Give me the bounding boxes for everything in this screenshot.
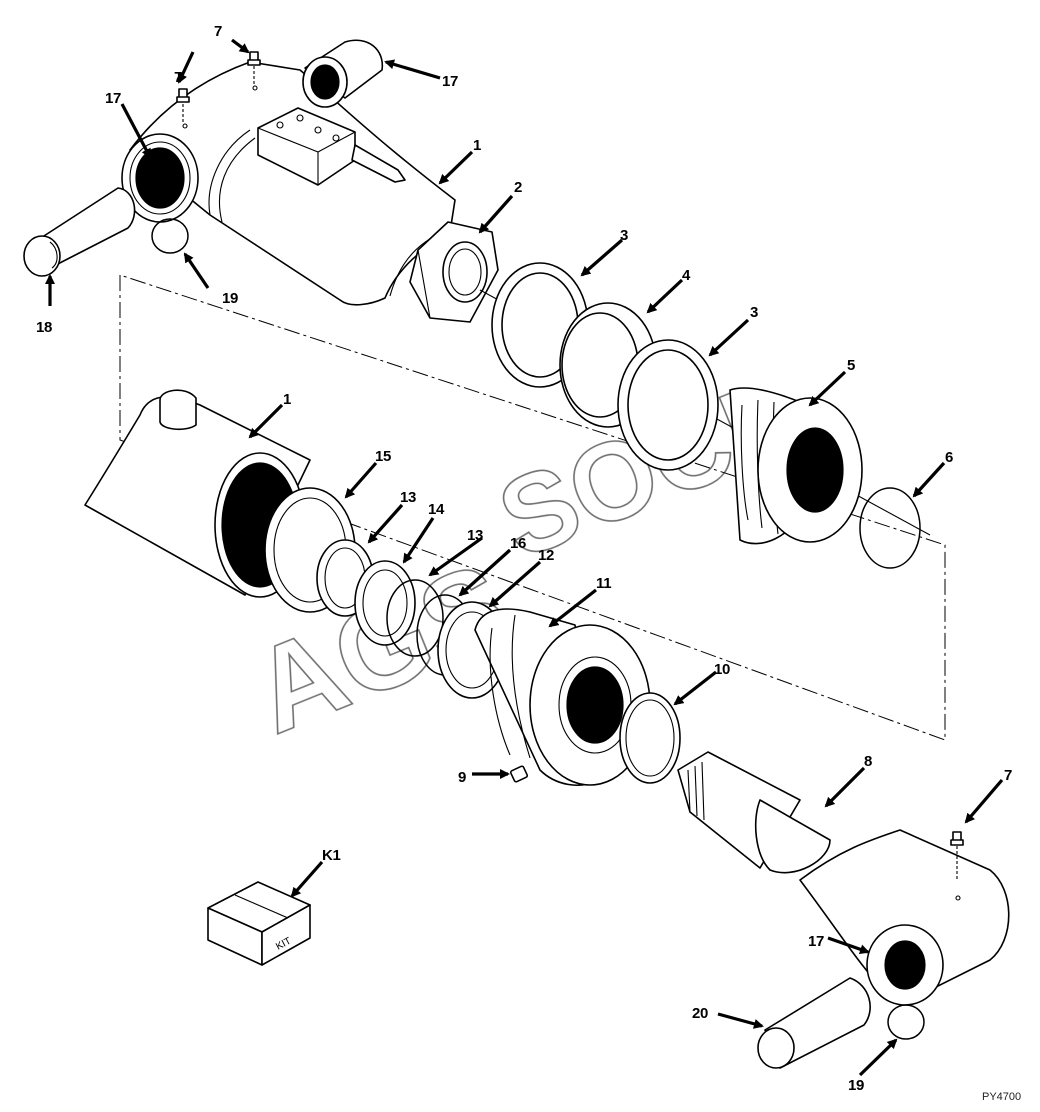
callout-12: 12 <box>538 547 554 564</box>
callout-3-a: 3 <box>620 227 628 244</box>
callout-10: 10 <box>714 661 730 678</box>
figure-id: PY4700 <box>982 1091 1021 1103</box>
ring-14-inner <box>362 569 408 637</box>
callout-11: 11 <box>596 575 611 592</box>
callout-7-a: 7 <box>174 69 182 86</box>
bushing-top <box>302 39 384 108</box>
grease-fitting-top-left <box>176 88 190 122</box>
callout-19-b: 19 <box>848 1077 864 1094</box>
wear-ring-2 <box>617 339 719 471</box>
ring-13-b <box>386 579 444 657</box>
callout-8: 8 <box>864 753 872 770</box>
callout-17-b: 17 <box>105 90 121 107</box>
callout-labels: 7 7 17 17 1 2 3 4 3 5 6 19 18 1 15 13 14… <box>36 23 1012 1094</box>
callout-20: 20 <box>692 1005 708 1022</box>
callout-17-a: 17 <box>442 73 458 90</box>
rod <box>677 751 831 874</box>
callout-7-c: 7 <box>1004 767 1012 784</box>
callout-6: 6 <box>945 449 953 466</box>
callout-15: 15 <box>375 448 391 465</box>
pin-lower <box>757 977 871 1069</box>
snap-ring-top <box>151 218 189 254</box>
callout-3-b: 3 <box>750 304 758 321</box>
wear-ring-1 <box>491 262 589 388</box>
callout-17-c: 17 <box>808 933 824 950</box>
rod-end-eye <box>799 829 1010 1006</box>
callout-7-b: 7 <box>214 23 222 40</box>
callout-arrows <box>45 38 1004 1077</box>
snap-ring-bottom <box>887 1004 925 1040</box>
o-ring-6 <box>859 487 921 569</box>
piston <box>729 387 863 545</box>
callout-1-a: 1 <box>473 137 481 154</box>
ring-14 <box>354 560 416 646</box>
callout-2: 2 <box>514 179 522 196</box>
callout-9: 9 <box>458 769 466 786</box>
callout-13-b: 13 <box>467 527 483 544</box>
callout-4: 4 <box>682 267 691 284</box>
rod-seal-10 <box>619 692 681 784</box>
callout-1-b: 1 <box>283 391 291 408</box>
set-screw <box>509 765 529 783</box>
callout-19-a: 19 <box>222 290 238 307</box>
callout-16: 16 <box>510 535 526 552</box>
barrel-upper <box>121 61 456 306</box>
callout-13-a: 13 <box>400 489 416 506</box>
callout-14: 14 <box>428 501 445 518</box>
grease-fitting-top-right <box>247 51 261 84</box>
callout-18: 18 <box>36 319 52 336</box>
callout-k1: K1 <box>322 847 341 864</box>
pin-left <box>23 187 136 277</box>
kit-box: KIT <box>207 881 311 966</box>
hex-nut <box>409 221 499 323</box>
callout-5: 5 <box>847 357 855 374</box>
